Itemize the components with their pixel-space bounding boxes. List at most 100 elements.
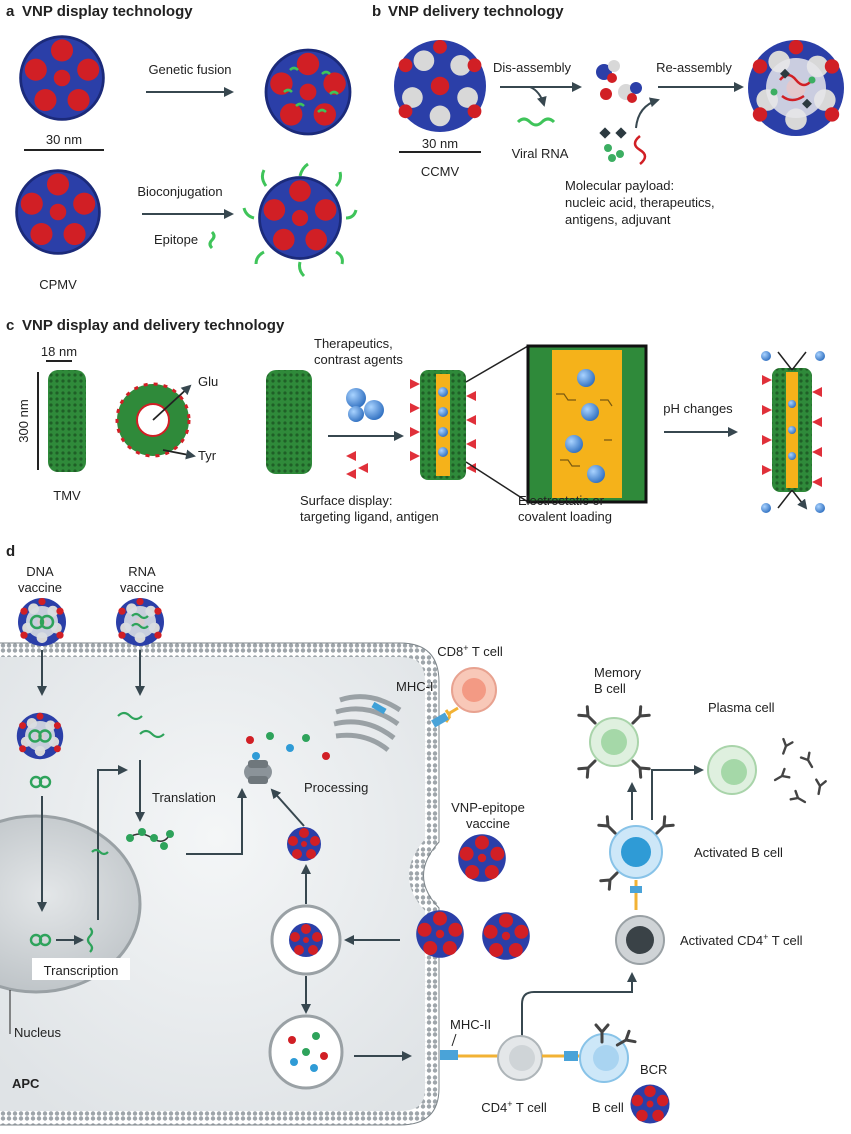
mhc1-molecule bbox=[431, 712, 449, 728]
surface-display-label-2: targeting ligand, antigen bbox=[300, 509, 439, 524]
vnp-epitope-vaccine-group: VNP-epitope vaccine bbox=[416, 800, 530, 960]
transcription-label: Transcription bbox=[44, 963, 119, 978]
cpmv-capsid-bottom bbox=[15, 169, 101, 255]
to-plasma-arrow bbox=[651, 765, 704, 820]
memory-bcr-3 bbox=[577, 755, 601, 779]
b-cell-mhc2 bbox=[630, 886, 642, 893]
tmv-rod bbox=[48, 370, 86, 472]
memory-bcr-4 bbox=[627, 755, 651, 779]
nucleus-label: Nucleus bbox=[14, 1025, 61, 1040]
loading-zoom-box bbox=[526, 344, 648, 504]
dna-vaccine-label-1: DNA bbox=[26, 564, 54, 579]
panel-c-letter: c bbox=[6, 317, 14, 334]
capsid-genetic-fusion bbox=[264, 48, 352, 136]
cd4-nucleus bbox=[509, 1045, 535, 1071]
activated-cd4-label: Activated CD4+ T cell bbox=[680, 932, 803, 948]
cd8-sup: + bbox=[463, 643, 468, 653]
payload-label-3: antigens, adjuvant bbox=[565, 212, 671, 227]
apc-membrane bbox=[0, 643, 439, 1125]
vnp-epitope-particle-1 bbox=[458, 834, 506, 882]
protein-to-proteasome-arrow bbox=[186, 788, 247, 855]
payload-label-1: Molecular payload: bbox=[565, 178, 674, 193]
tyr-arrow bbox=[162, 449, 196, 460]
memory-bcr-1 bbox=[577, 705, 601, 729]
therapeutics-label-1: Therapeutics, bbox=[314, 336, 393, 351]
rna-vaccine-label-2: vaccine bbox=[120, 580, 164, 595]
apc-label: APC bbox=[12, 1076, 40, 1091]
rna-vaccine-label-1: RNA bbox=[128, 564, 156, 579]
activated-b-label: Activated B cell bbox=[694, 845, 783, 860]
panel-a: a VNP display technology 30 nm Genetic f… bbox=[6, 3, 358, 292]
mhc2-pointer bbox=[451, 1033, 457, 1047]
epitope-label: Epitope bbox=[154, 232, 198, 247]
loaded-tmv bbox=[410, 370, 476, 480]
cpmv-label: CPMV bbox=[39, 277, 77, 292]
activated-cd4-nucleus bbox=[626, 926, 654, 954]
b-cell-nucleus bbox=[593, 1045, 619, 1071]
cd4-text: CD4 bbox=[481, 1100, 507, 1115]
memory-bcr-2 bbox=[627, 705, 651, 729]
disassembly-label: Dis-assembly bbox=[493, 60, 572, 75]
mrna-nucleus-icon bbox=[86, 927, 94, 953]
ccmv-label: CCMV bbox=[421, 164, 460, 179]
releasing-tmv bbox=[761, 351, 825, 513]
payload-icons bbox=[599, 127, 647, 165]
plasma-nucleus bbox=[721, 759, 747, 785]
glu-label: Glu bbox=[198, 374, 218, 389]
nucleus bbox=[0, 814, 142, 994]
lysosome-peptides bbox=[288, 1032, 328, 1072]
vnp-epitope-label-1: VNP-epitope bbox=[451, 800, 525, 815]
length-label: 300 nm bbox=[16, 399, 31, 442]
panel-a-letter: a bbox=[6, 3, 15, 20]
surface-display-label-1: Surface display: bbox=[300, 493, 393, 508]
t-cell-activation-arrow bbox=[521, 972, 637, 1036]
dna-vaccine-internal bbox=[16, 712, 64, 760]
secreted-antibodies bbox=[771, 737, 827, 808]
cd8-label-base: CD8+ T cell bbox=[437, 643, 503, 659]
b-cell-label: B cell bbox=[592, 1100, 624, 1115]
bioconjugation-label: Bioconjugation bbox=[137, 184, 222, 199]
dna-vaccine-label-2: vaccine bbox=[18, 580, 62, 595]
cpmv-capsid-top bbox=[19, 35, 105, 121]
payload-label-2: nucleic acid, therapeutics, bbox=[565, 195, 715, 210]
vnp-epitope-label-2: vaccine bbox=[466, 816, 510, 831]
therapeutics-label-2: contrast agents bbox=[314, 352, 403, 367]
reassembly-label: Re-assembly bbox=[656, 60, 732, 75]
tyr-label: Tyr bbox=[198, 448, 217, 463]
proteasome bbox=[244, 760, 272, 784]
apc-cytoplasm bbox=[0, 650, 432, 1118]
plasmid-released bbox=[29, 775, 52, 789]
to-proteasome-arrow bbox=[270, 788, 305, 827]
transcription-label-bg bbox=[32, 958, 130, 980]
memory-b-label-1: Memory bbox=[594, 665, 641, 680]
panel-b: b VNP delivery technology 30 nm CCMV Dis… bbox=[372, 3, 844, 227]
act-cd4-text: Activated CD4 bbox=[680, 933, 763, 948]
memory-b-label-2: B cell bbox=[594, 681, 626, 696]
endosome-cargo bbox=[289, 923, 323, 957]
golgi-er bbox=[333, 694, 402, 752]
cd4-label: CD4+ T cell bbox=[481, 1099, 547, 1115]
dna-vaccine-particle bbox=[18, 598, 66, 646]
panel-c-title: VNP display and delivery technology bbox=[22, 317, 285, 334]
cargo-spheres bbox=[346, 388, 384, 422]
plasma-cell-label: Plasma cell bbox=[708, 700, 775, 715]
panel-b-title: VNP delivery technology bbox=[388, 3, 564, 20]
zoom-line-top bbox=[465, 345, 529, 383]
apc-membrane-outer bbox=[0, 642, 440, 1126]
mhc2-label: MHC-II bbox=[450, 1017, 491, 1032]
translation-label: Translation bbox=[152, 790, 216, 805]
panel-d-letter: d bbox=[6, 543, 15, 560]
cd4-rest: T cell bbox=[513, 1100, 547, 1115]
mhc1-label: MHC-I bbox=[396, 679, 434, 694]
ph-changes-label: pH changes bbox=[663, 401, 733, 416]
capsomer-fragments bbox=[596, 60, 642, 103]
zoom-line-bottom bbox=[465, 461, 529, 503]
cd8-nucleus bbox=[462, 678, 486, 702]
rna-vaccine-particle bbox=[116, 598, 164, 646]
viral-rna-label: Viral RNA bbox=[512, 146, 569, 161]
glu-arrow bbox=[152, 384, 192, 421]
mrna-export-arrow bbox=[97, 765, 128, 920]
plasmid-in-nucleus bbox=[29, 933, 52, 947]
act-cd4-sup: + bbox=[763, 932, 768, 942]
